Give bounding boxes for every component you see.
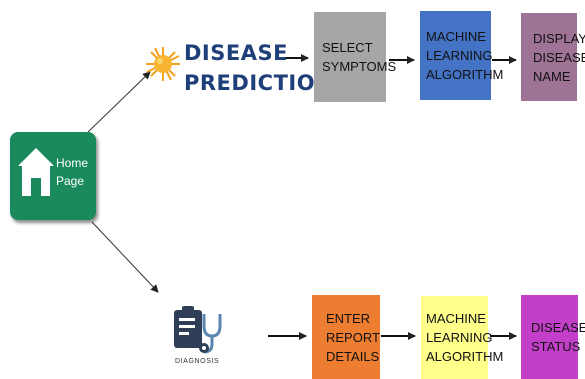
display-disease-name-box[interactable]: DISPLAY DISEASE NAME — [521, 13, 585, 101]
home-page-node[interactable]: Home Page — [10, 132, 96, 220]
virus-icon — [146, 47, 180, 81]
enter-report-details-box[interactable]: ENTER REPORT DETAILS — [312, 295, 380, 379]
home-page-label: Home Page — [56, 156, 89, 188]
ml-algorithm-top-label: MACHINE LEARNING ALGORITHM — [426, 29, 504, 82]
display-disease-name-label: DISPLAY DISEASE NAME — [533, 30, 585, 84]
ml-algorithm-bottom-box[interactable]: MACHINE LEARNING ALGORITHM — [421, 296, 503, 379]
diagnosis-icon[interactable] — [170, 300, 240, 360]
disease-prediction-title[interactable]: DISEASE PREDICTION — [184, 41, 334, 95]
disease-status-box[interactable]: DISEASE STATUS — [521, 295, 585, 379]
ml-algorithm-bottom-label: MACHINE LEARNING ALGORITHM — [426, 311, 504, 364]
edge-home-to-diagnosis — [91, 221, 159, 293]
home-icon — [18, 148, 54, 196]
diagnosis-label: DIAGNOSIS — [175, 358, 220, 365]
select-symptoms-label: SELECT SYMPTOMS — [322, 40, 397, 74]
ml-algorithm-top-box[interactable]: MACHINE LEARNING ALGORITHM — [420, 11, 503, 100]
disease-status-label: DISEASE STATUS — [531, 320, 585, 354]
select-symptoms-box[interactable]: SELECT SYMPTOMS — [314, 12, 396, 102]
enter-report-details-label: ENTER REPORT DETAILS — [326, 310, 380, 364]
edge-home-to-prediction — [87, 71, 151, 133]
